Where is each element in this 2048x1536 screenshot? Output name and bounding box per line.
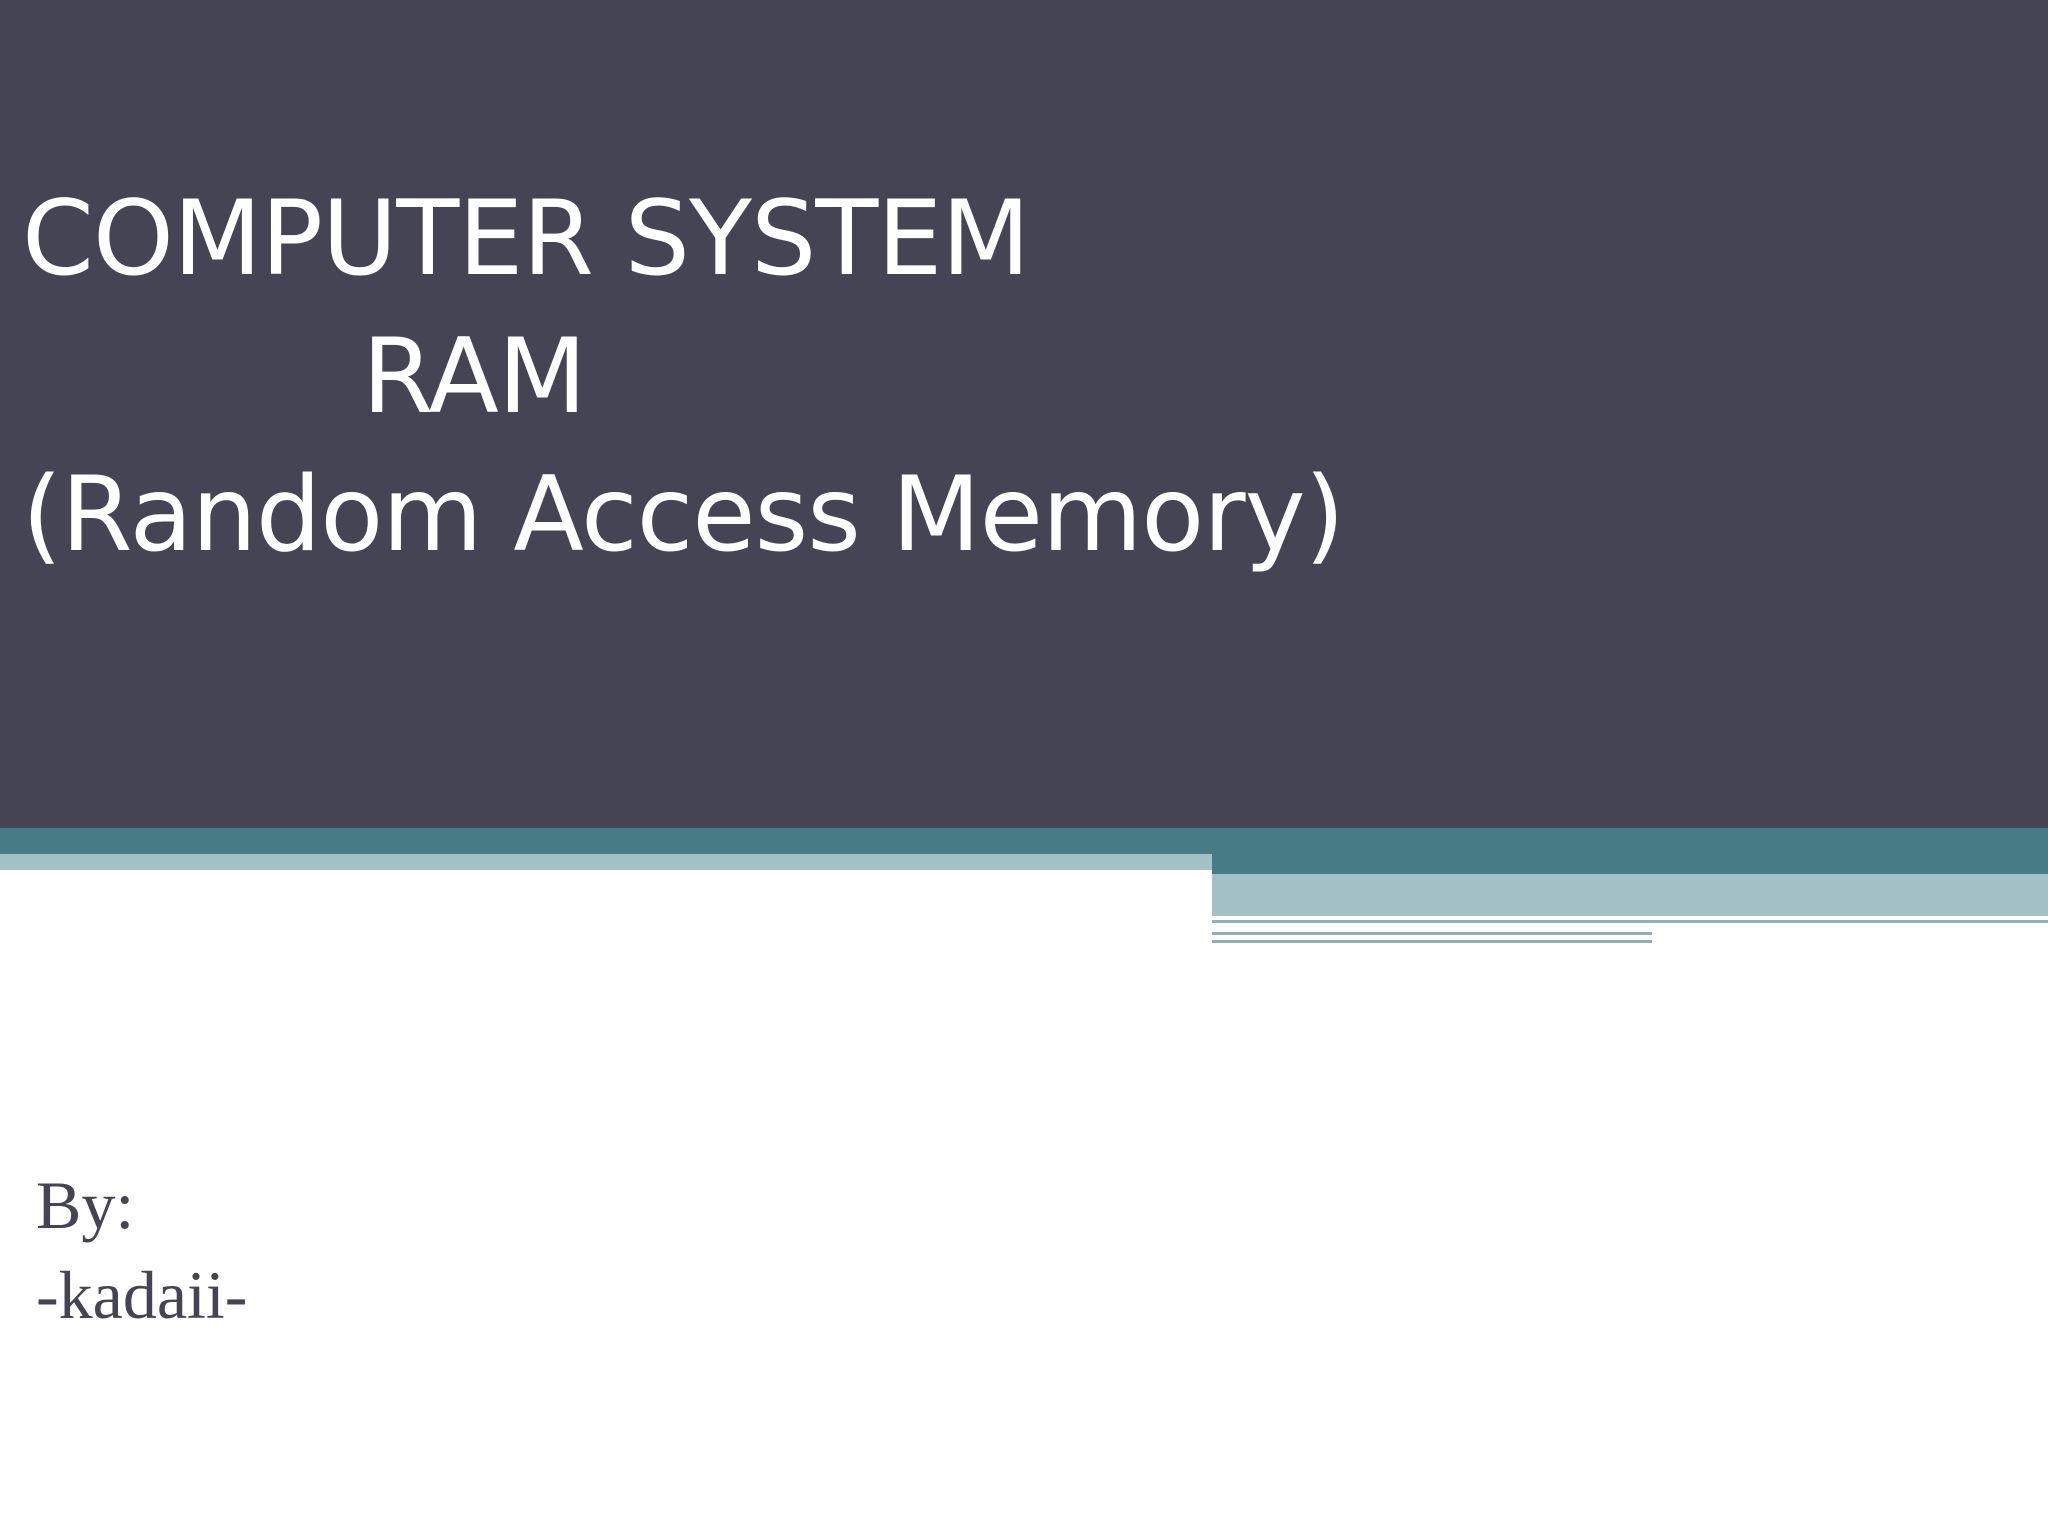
byline-author: -kadaii- [36, 1257, 248, 1333]
byline: By: -kadaii- [36, 1160, 247, 1340]
title-panel: COMPUTER SYSTEM RAM (Random Access Memor… [0, 0, 2048, 828]
accent-band-light-right [1212, 874, 2048, 916]
slide-title: COMPUTER SYSTEM RAM (Random Access Memor… [22, 170, 1345, 584]
divider-rule [1212, 932, 1652, 935]
accent-band-light-left [0, 854, 1212, 870]
title-line-3: (Random Access Memory) [22, 455, 1345, 575]
accent-band-dark-right [1212, 854, 2048, 874]
title-line-1: COMPUTER SYSTEM [22, 179, 1030, 299]
title-line-2: RAM [362, 317, 587, 437]
accent-band-dark [0, 828, 2048, 854]
divider-rule [1212, 920, 2048, 923]
byline-label: By: [36, 1167, 135, 1243]
divider-rule [1212, 940, 1652, 943]
